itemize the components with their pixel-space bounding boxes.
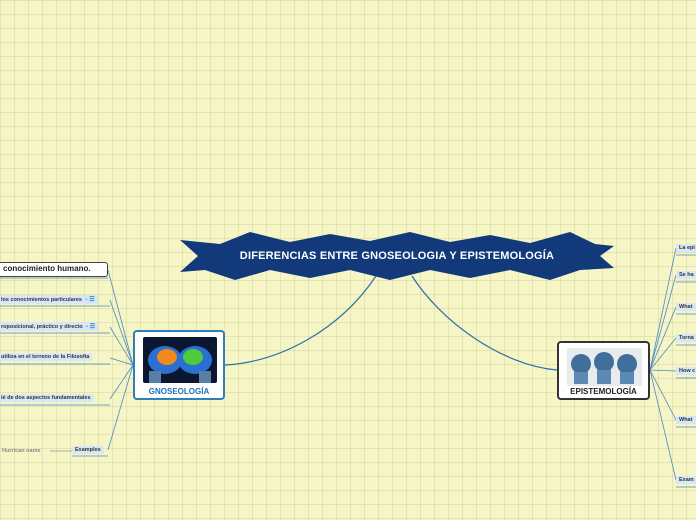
gnoseologia-label: GNOSEOLOGÍA	[148, 387, 210, 396]
epistemologia-node[interactable]: EPISTEMOLOGÍA	[557, 341, 650, 400]
subtopic-right-1[interactable]: La epi	[676, 244, 696, 252]
subtopic-examples[interactable]: Examples	[72, 446, 104, 454]
gnoseologia-node[interactable]: GNOSEOLOGÍA	[133, 330, 225, 400]
subtopic-label: roposicional, práctico y directo	[1, 324, 83, 330]
subtopic-conocimientos[interactable]: los conocimientos particulares - ☰	[0, 295, 98, 304]
subtopic-right-6[interactable]: What	[676, 416, 696, 424]
subtopic-right-2[interactable]: Se ha	[676, 271, 696, 279]
epistemologia-label: EPISTEMOLOGÍA	[570, 387, 637, 396]
central-star-shape	[180, 232, 614, 280]
topic-conocimiento-humano[interactable]: conocimiento humano.	[0, 262, 108, 277]
note-icon[interactable]: - ☰	[86, 324, 96, 330]
heads-image	[567, 348, 642, 386]
example-hurricane-name[interactable]: Hurrican name	[2, 448, 41, 454]
subtopic-right-7[interactable]: Exam	[676, 476, 696, 484]
central-topic[interactable]: DIFERENCIAS ENTRE GNOSEOLOGIA Y EPISTEMO…	[180, 232, 614, 280]
subtopic-right-3[interactable]: What	[676, 303, 696, 311]
brains-image	[143, 337, 217, 383]
central-title: DIFERENCIAS ENTRE GNOSEOLOGIA Y EPISTEMO…	[239, 250, 555, 262]
note-icon[interactable]: - ☰	[85, 297, 95, 303]
subtopic-aspectos[interactable]: ié de dos aspectos fundamentales	[0, 394, 94, 402]
subtopic-label: los conocimientos particulares	[1, 297, 82, 303]
subtopic-right-5[interactable]: How c	[676, 367, 696, 375]
subtopic-right-4[interactable]: Torna	[676, 334, 696, 342]
subtopic-filosofia[interactable]: utiliza en el terreno de la Filosofía	[0, 353, 93, 361]
subtopic-proposicional[interactable]: roposicional, práctico y directo - ☰	[0, 322, 99, 331]
